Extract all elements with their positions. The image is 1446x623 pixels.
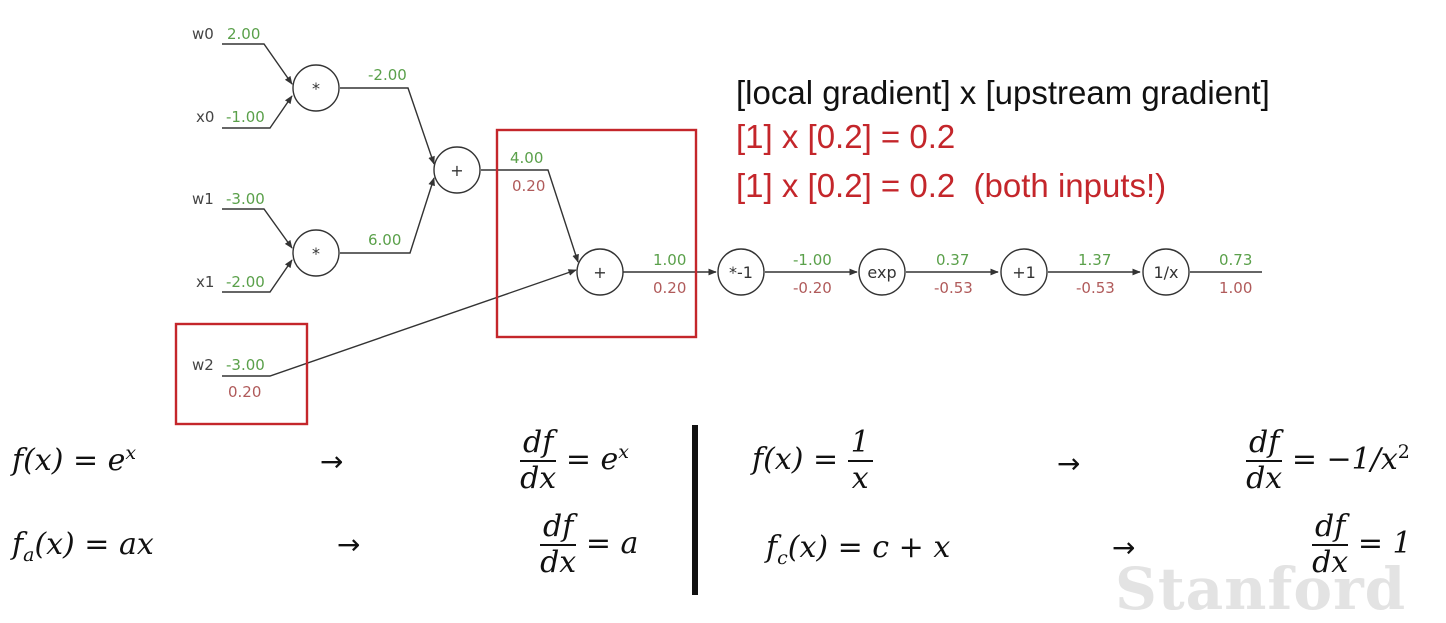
svg-text:exp: exp (867, 263, 896, 282)
edge-grad-add1: 0.20 (653, 279, 686, 297)
svg-text:1/x: 1/x (1153, 263, 1178, 282)
edge-value-recip: 0.73 (1219, 251, 1252, 269)
svg-text:*: * (312, 79, 320, 98)
node-add0: + (433, 146, 481, 194)
input-value-w1: -3.00 (226, 190, 265, 208)
input-value-w2: -3.00 (226, 356, 265, 374)
input-label-w1: w1 (192, 190, 214, 208)
formula-linear-function: fa(x) = ax (12, 527, 154, 566)
slide: * * + + *-1 exp +1 1/x w0 2.00 x0 -1.00 … (12, 25, 1412, 623)
wire-w2 (222, 269, 577, 377)
svg-text:*-1: *-1 (729, 263, 753, 282)
highlight-box-add-node (495, 128, 698, 339)
computational-graph: * * + + *-1 exp +1 1/x w0 2.00 x0 -1.00 … (174, 25, 1262, 426)
formula-exp-function: f(x) = ex (12, 442, 137, 478)
input-value-w0: 2.00 (227, 25, 260, 43)
wire-mul1-out (340, 177, 435, 254)
edge-grad-plus1: -0.53 (1076, 279, 1115, 297)
input-label-x0: x0 (196, 108, 214, 126)
svg-text:*: * (312, 244, 320, 263)
input-label-w2: w2 (192, 356, 214, 374)
node-exp: exp (858, 248, 906, 296)
edge-value-mul0: -2.00 (368, 66, 407, 84)
arrow-reciprocal: → (1057, 447, 1081, 480)
input-label-x1: x1 (196, 273, 214, 291)
wire-mul0-out (340, 87, 435, 165)
svg-text:+: + (593, 263, 606, 282)
node-plus1: +1 (1000, 248, 1048, 296)
input-value-x0: -1.00 (226, 108, 265, 126)
note-line-3: [1] x [0.2] = 0.2 (both inputs!) (736, 167, 1167, 204)
column-divider (692, 425, 698, 595)
highlight-box-w2 (174, 322, 309, 426)
input-value-x1: -2.00 (226, 273, 265, 291)
edge-value-add0: 4.00 (510, 149, 543, 167)
note-line-2: [1] x [0.2] = 0.2 (736, 118, 956, 155)
arrow-linear: → (337, 528, 361, 561)
wire-x0 (222, 95, 293, 129)
wire-add0-out (481, 169, 579, 263)
edge-grad-exp: -0.53 (934, 279, 973, 297)
edge-value-exp: 0.37 (936, 251, 969, 269)
input-grad-w2: 0.20 (228, 383, 261, 401)
node-mul0: * (292, 64, 340, 112)
input-label-w0: w0 (192, 25, 214, 43)
edge-grad-recip: 1.00 (1219, 279, 1252, 297)
edge-grad-add0: 0.20 (512, 177, 545, 195)
wire-w1 (222, 208, 293, 249)
formula-constant-function: fc(x) = c + x (766, 530, 951, 569)
wire-x1 (222, 259, 293, 293)
edge-value-plus1: 1.37 (1078, 251, 1111, 269)
node-mul1: * (292, 229, 340, 277)
node-recip: 1/x (1142, 248, 1190, 296)
edge-grad-neg: -0.20 (793, 279, 832, 297)
stanford-watermark: Stanford (1115, 555, 1407, 623)
svg-text:+1: +1 (1012, 263, 1036, 282)
wire-w0 (222, 43, 293, 85)
note-line-1: [local gradient] x [upstream gradient] (736, 74, 1270, 111)
arrow-exp: → (320, 445, 344, 478)
edge-value-mul1: 6.00 (368, 231, 401, 249)
edge-value-neg: -1.00 (793, 251, 832, 269)
node-add1: + (576, 248, 624, 296)
arrow-constant: → (1112, 531, 1136, 564)
node-neg: *-1 (717, 248, 765, 296)
edge-value-add1: 1.00 (653, 251, 686, 269)
svg-text:+: + (450, 161, 463, 180)
